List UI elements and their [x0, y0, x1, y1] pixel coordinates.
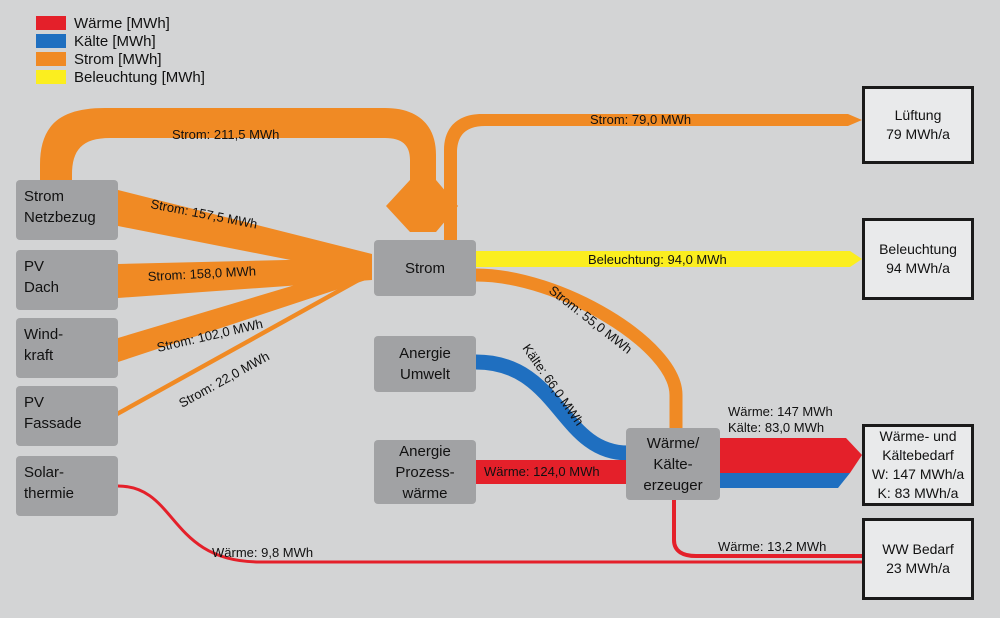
flow-prozess-waerme [476, 460, 628, 484]
legend-item-strom: Strom [MWh] [36, 50, 205, 68]
node-solarthermie: Solar-thermie [16, 456, 118, 516]
flow-strom-pv-fassade [118, 270, 372, 416]
flow-solar-waerme [117, 484, 862, 564]
label-bedarf-waerme: Wärme: 147 MWh [728, 404, 833, 419]
legend-item-kaelte: Kälte [MWh] [36, 32, 205, 50]
label-pv-fassade: Strom: 22,0 MWh [176, 348, 272, 410]
node-strom-hub: Strom [374, 240, 476, 296]
label-beleuchtung: Beleuchtung: 94,0 MWh [588, 252, 727, 267]
legend-item-waerme: Wärme [MWh] [36, 14, 205, 32]
label-bedarf-kaelte: Kälte: 83,0 MWh [728, 420, 824, 435]
flow-ww-waerme [672, 500, 862, 558]
flow-bedarf-waerme [720, 438, 862, 473]
flow-strom-windkraft [118, 262, 372, 362]
flow-strom-erzeuger [475, 268, 683, 428]
flow-strom-pv-dach [118, 258, 372, 298]
flow-strom-lueftung [444, 114, 862, 240]
label-solar: Wärme: 9,8 MWh [212, 545, 313, 560]
flow-strom-loop [40, 108, 458, 232]
label-lueftung: Strom: 79,0 MWh [590, 112, 691, 127]
flow-bedarf-kaelte [720, 473, 850, 488]
legend: Wärme [MWh] Kälte [MWh] Strom [MWh] Bele… [36, 14, 205, 86]
label-loop: Strom: 211,5 MWh [172, 127, 279, 142]
node-windkraft: Wind-kraft [16, 318, 118, 378]
flow-kaelte-umwelt [475, 354, 629, 461]
label-ww: Wärme: 13,2 MWh [718, 539, 826, 554]
flow-strom-netzbezug [118, 190, 372, 276]
flow-beleuchtung [476, 251, 862, 267]
label-prozess: Wärme: 124,0 MWh [484, 464, 600, 479]
node-waerme-kaelte-erzeuger: Wärme/Kälte-erzeuger [626, 428, 720, 500]
legend-item-beleuchtung: Beleuchtung [MWh] [36, 68, 205, 86]
label-pv-dach: Strom: 158,0 MWh [147, 263, 256, 284]
